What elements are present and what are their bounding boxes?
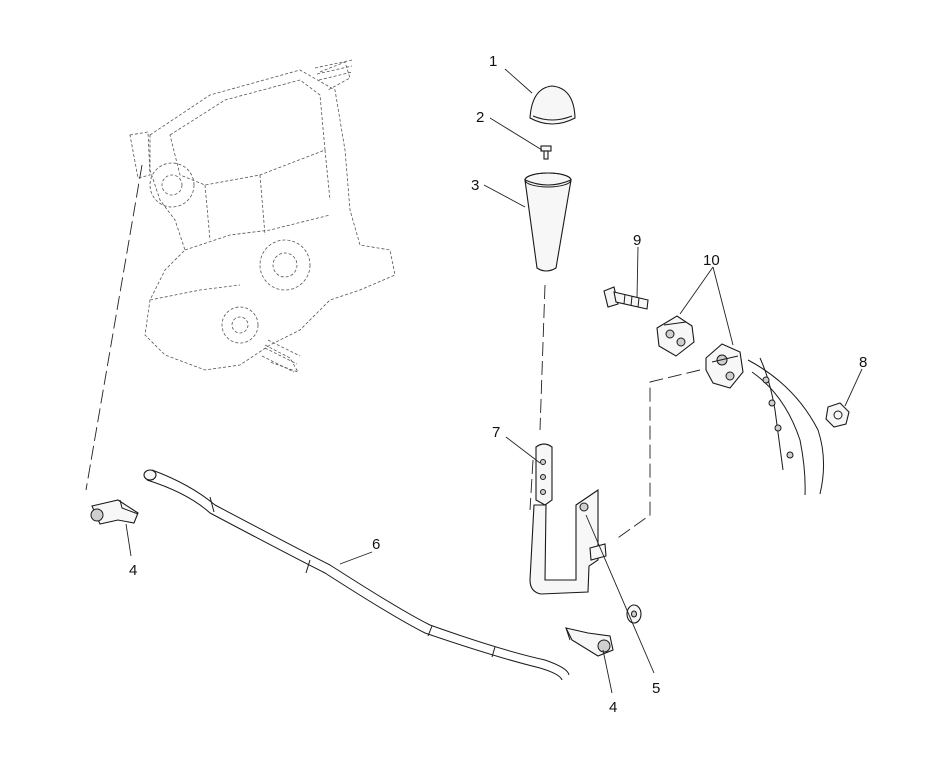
leader-line: [679, 266, 714, 315]
leader-line: [636, 246, 639, 299]
leader-line: [585, 514, 655, 674]
alignment-line: [539, 284, 546, 431]
leader-line: [483, 184, 526, 208]
alignment-line: [85, 164, 143, 491]
shift-boot-icon: [524, 172, 572, 272]
bushing-icon: [705, 343, 744, 389]
shift-rod-icon: [143, 469, 570, 681]
leader-line: [489, 117, 543, 151]
shift-knob-cap-icon: [529, 85, 576, 125]
alignment-line: [529, 459, 534, 511]
cable-clip-icon: [564, 627, 614, 657]
callout-10: 10: [703, 252, 720, 269]
screw-icon: [540, 145, 552, 160]
leader-line: [844, 368, 863, 407]
mounting-bracket-icon: [747, 357, 825, 496]
callout-4: 4: [129, 562, 137, 579]
callout-9: 9: [633, 232, 641, 249]
bushing-icon: [656, 315, 695, 357]
leader-line: [505, 436, 541, 464]
leader-line: [602, 649, 613, 694]
callout-5: 5: [652, 680, 660, 697]
shift-lever-icon: [529, 443, 607, 595]
leader-line: [504, 68, 533, 94]
callout-1: 1: [489, 53, 497, 70]
bolt-icon: [603, 286, 649, 310]
cable-clip-icon: [90, 499, 139, 525]
callout-7: 7: [492, 424, 500, 441]
callout-3: 3: [471, 177, 479, 194]
leader-line: [125, 523, 132, 557]
washer-icon: [626, 604, 642, 624]
leader-line: [712, 266, 734, 346]
nut-icon: [825, 402, 850, 428]
alignment-line: [614, 369, 701, 541]
callout-2: 2: [476, 109, 484, 126]
callout-4: 4: [609, 699, 617, 716]
callout-6: 6: [372, 536, 380, 553]
callout-8: 8: [859, 354, 867, 371]
transfer-case-icon: [129, 59, 396, 373]
leader-line: [339, 551, 373, 565]
